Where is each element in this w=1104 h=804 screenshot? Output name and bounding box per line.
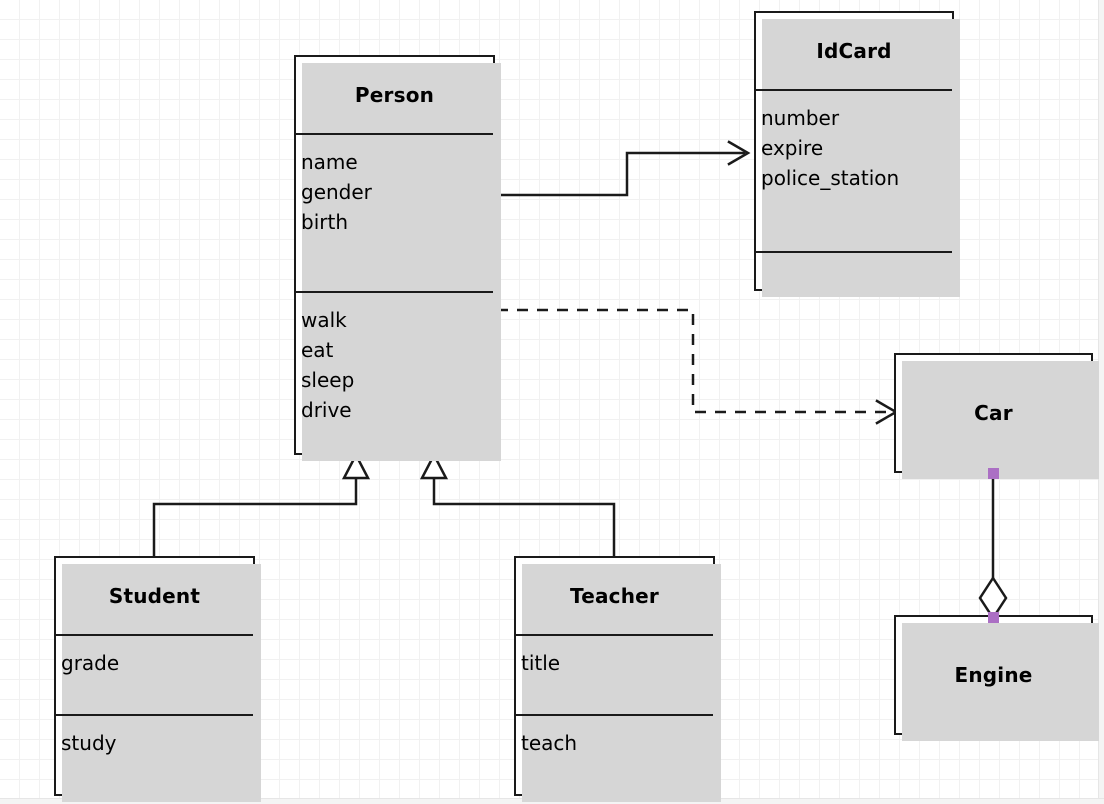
class-teacher-attributes: title <box>516 634 713 714</box>
edge-student-person[interactable] <box>152 452 371 556</box>
class-car-title: Car <box>974 401 1013 425</box>
edge-car-engine[interactable] <box>978 473 1008 621</box>
edge-person-idcard[interactable] <box>495 140 751 197</box>
connection-handle-car[interactable] <box>988 468 999 479</box>
class-person-title: Person <box>354 83 435 107</box>
class-person-operations: walk eat sleep drive <box>296 291 493 453</box>
class-car[interactable]: Car <box>894 353 1099 479</box>
class-teacher-operations: teach <box>516 714 713 794</box>
class-teacher[interactable]: Teacher title teach <box>514 556 721 802</box>
class-idcard-attributes: number expire police_station <box>756 89 952 251</box>
class-person-attributes: name gender birth <box>296 133 493 291</box>
connection-handle-engine[interactable] <box>988 612 999 623</box>
class-teacher-title: Teacher <box>570 584 659 608</box>
class-student[interactable]: Student grade study <box>54 556 261 802</box>
class-idcard[interactable]: IdCard number expire police_station <box>754 11 960 297</box>
class-student-attributes: grade <box>56 634 253 714</box>
class-student-title: Student <box>108 584 201 608</box>
edge-teacher-person[interactable] <box>419 452 616 556</box>
class-engine[interactable]: Engine <box>894 615 1099 741</box>
class-engine-title: Engine <box>954 663 1033 687</box>
edge-person-car[interactable] <box>497 308 899 425</box>
class-person[interactable]: Person name gender birth walk eat sleep … <box>294 55 501 461</box>
class-idcard-title: IdCard <box>816 39 892 63</box>
class-student-operations: study <box>56 714 253 794</box>
class-idcard-operations <box>756 251 952 289</box>
